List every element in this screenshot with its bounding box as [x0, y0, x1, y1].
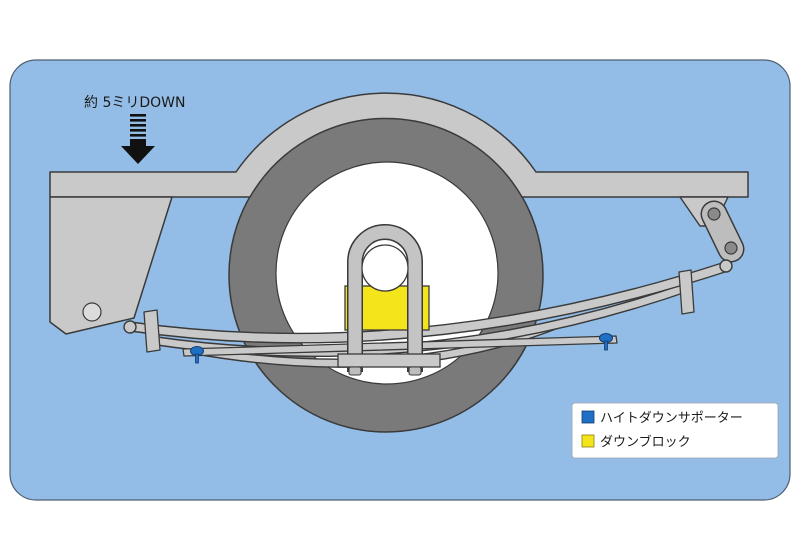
legend-label-down-block: ダウンブロック [600, 434, 691, 450]
u-bolt-nut-left [348, 366, 362, 376]
hanger-bolt-hole [82, 302, 102, 322]
down-amount-label: 約 5ミリDOWN [84, 95, 185, 111]
u-bolt-plate [337, 353, 441, 368]
chassis-frame [49, 92, 749, 198]
legend-swatch-down-block [581, 434, 595, 448]
front-spring-hanger [49, 196, 173, 335]
front-spring-clamp [143, 309, 161, 353]
height-down-supporter [182, 333, 618, 364]
rear-shackle [679, 196, 745, 263]
legend-swatch-height-down-supporter [581, 410, 595, 424]
legend-label-height-down-supporter: ハイトダウンサポーター [600, 411, 743, 426]
axle [361, 244, 409, 292]
rear-spring-clamp [678, 269, 695, 315]
u-bolt [347, 224, 423, 372]
rear-spring-eye [719, 259, 733, 273]
legend: ハイトダウンサポーター ダウンブロック [571, 402, 779, 459]
u-bolt-nut-right [408, 366, 422, 376]
down-arrow-icon [121, 114, 155, 164]
front-spring-eye [123, 320, 137, 334]
